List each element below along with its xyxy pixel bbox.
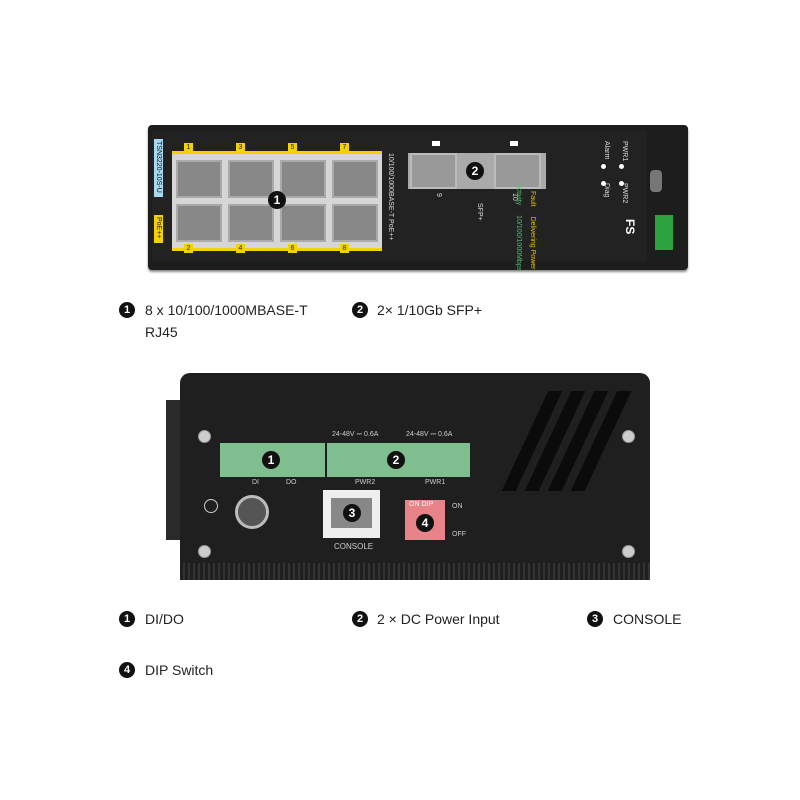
caption-number: 2 xyxy=(352,611,368,627)
led-diag xyxy=(601,181,606,186)
led-label-alarm: Alarm xyxy=(603,141,610,160)
ground-screw xyxy=(650,170,662,192)
switch-front-view: TSN3220-10S-U PoE++ 1 1 3 5 7 2 4 6 8 10… xyxy=(148,125,688,271)
legend-fault: Fault xyxy=(529,191,536,207)
ground-bolt xyxy=(235,495,269,529)
callout-badge: 1 xyxy=(268,191,286,209)
rj45-port[interactable] xyxy=(176,204,222,242)
led-alarm xyxy=(601,164,606,169)
sfp-led xyxy=(432,141,440,146)
dido-terminal: 1 xyxy=(220,443,325,477)
power-terminal xyxy=(655,215,673,250)
pwr2-rating: 24-48V ⎓ 0.6A xyxy=(332,431,379,438)
led-label-pwr2: PWR2 xyxy=(621,183,628,204)
callout-badge: 3 xyxy=(343,504,361,522)
poe-label: PoE++ xyxy=(154,215,163,243)
port-number: 5 xyxy=(288,143,297,152)
legend-speed: 10/100/1000Mbps xyxy=(515,215,522,272)
do-label: DO xyxy=(286,479,297,486)
callout-badge: 4 xyxy=(416,514,434,532)
caption-number: 1 xyxy=(119,611,135,627)
callout-badge: 1 xyxy=(262,451,280,469)
caption-rj45-line2: RJ45 xyxy=(145,324,178,340)
screw xyxy=(622,545,635,558)
pwr2-label: PWR2 xyxy=(355,479,376,486)
pwr1-label: PWR1 xyxy=(425,479,446,486)
dip-on-label: ON xyxy=(452,503,463,510)
caption-dido: DI/DO xyxy=(145,611,184,627)
power-terminal: 2 xyxy=(327,443,470,477)
switch-bottom-view: 1 2 24-48V ⎓ 0.6A 24-48V ⎓ 0.6A DI DO PW… xyxy=(180,373,650,580)
rj45-port[interactable] xyxy=(332,160,378,198)
legend-speed-line: Activity 10/100/1000Mbps xyxy=(514,183,522,271)
caption-dip: DIP Switch xyxy=(145,662,214,678)
port-number: 2 xyxy=(184,244,193,253)
di-label: DI xyxy=(252,479,259,486)
port-number: 8 xyxy=(340,244,349,253)
screw xyxy=(198,430,211,443)
led-pwr1 xyxy=(619,164,624,169)
rj45-port[interactable] xyxy=(176,160,222,198)
caption-number: 3 xyxy=(587,611,603,627)
port-number: 6 xyxy=(288,244,297,253)
caption-sfp: 2× 1/10Gb SFP+ xyxy=(377,302,483,318)
rj45-port[interactable] xyxy=(228,160,274,198)
caption-rj45: 8 x 10/100/1000MBASE-T xyxy=(145,302,308,318)
port-number: 1 xyxy=(184,143,193,152)
callout-badge: 2 xyxy=(387,451,405,469)
caption-dc-power: 2 × DC Power Input xyxy=(377,611,500,627)
front-panel: TSN3220-10S-U PoE++ 1 1 3 5 7 2 4 6 8 10… xyxy=(152,131,647,271)
legend-poe: Delivering Power xyxy=(529,216,536,270)
sfp-number: 9 xyxy=(435,193,442,197)
dip-off-label: OFF xyxy=(452,531,466,538)
sfp-port[interactable] xyxy=(410,153,457,189)
rj45-ports: 1 xyxy=(172,151,382,251)
rj45-port[interactable] xyxy=(280,204,326,242)
sfp-label: SFP+ xyxy=(476,203,483,221)
port-number: 4 xyxy=(236,244,245,253)
legend-poe-line: Fault Delivering Power xyxy=(528,191,536,269)
sfp-led xyxy=(510,141,518,146)
console-label: CONSOLE xyxy=(334,542,374,551)
dip-switch[interactable]: ON DIP 4 xyxy=(405,500,445,540)
fs-logo: FS xyxy=(623,219,637,235)
sfp-port[interactable] xyxy=(494,153,541,189)
rj45-port[interactable] xyxy=(228,204,274,242)
rj45-label: 10/100/1000BASE-T PoE++ xyxy=(387,153,394,241)
callout-badge: 2 xyxy=(466,162,484,180)
console-port[interactable]: 3 xyxy=(323,490,380,538)
vent-grille xyxy=(180,563,650,580)
led-pwr2 xyxy=(619,181,624,186)
sfp-ports: 2 xyxy=(408,153,546,189)
ground-icon xyxy=(204,499,218,513)
caption-console: CONSOLE xyxy=(613,611,682,627)
model-label: TSN3220-10S-U xyxy=(154,139,163,197)
caption-number: 4 xyxy=(119,662,135,678)
led-label-pwr1: PWR1 xyxy=(621,141,628,162)
port-number: 3 xyxy=(236,143,245,152)
caption-number: 1 xyxy=(119,302,135,318)
screw xyxy=(622,430,635,443)
pwr1-rating: 24-48V ⎓ 0.6A xyxy=(406,431,453,438)
rj45-port[interactable] xyxy=(332,204,378,242)
port-number: 7 xyxy=(340,143,349,152)
din-rail-clip xyxy=(166,400,184,540)
screw xyxy=(198,545,211,558)
legend-activity: Activity xyxy=(515,183,522,206)
caption-number: 2 xyxy=(352,302,368,318)
rj45-port[interactable] xyxy=(280,160,326,198)
